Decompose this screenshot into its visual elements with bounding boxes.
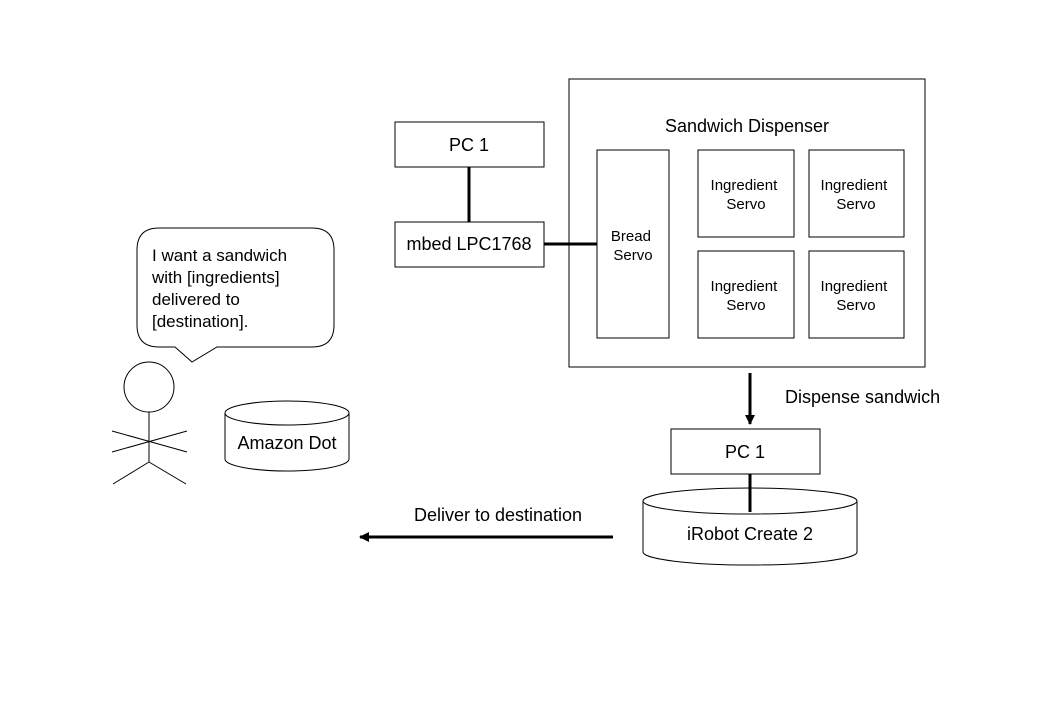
amazon-dot-cylinder: [224, 400, 350, 472]
ingredient-servo-box-3: [697, 250, 795, 339]
ingredient-servo-label-1: Ingredient Servo: [711, 177, 782, 213]
bread-servo-label: Bread Servo: [611, 228, 655, 264]
ingredient-servo-box-4: [808, 250, 905, 339]
bread-servo-box: [596, 149, 670, 339]
ingredient-servo-label-3: Ingredient Servo: [711, 278, 782, 314]
ingredient-servo-2-line-2: Servo: [836, 196, 875, 213]
bread-servo-line-1: Bread: [611, 228, 651, 245]
irobot-label: iRobot Create 2: [687, 524, 813, 544]
ingredient-servo-2-line-1: Ingredient: [821, 177, 889, 194]
pc-top-box: [394, 121, 545, 168]
speech-bubble: [136, 227, 335, 363]
dispense-label: Dispense sandwich: [785, 387, 940, 407]
speech-line-1: I want a sandwich: [152, 246, 287, 265]
ingredient-servo-box-2: [808, 149, 905, 238]
amazon-dot-label: Amazon Dot: [237, 433, 336, 453]
speech-line-3: delivered to: [152, 290, 240, 309]
pc-top-label: PC 1: [449, 135, 489, 155]
ingredient-servo-label-2: Ingredient Servo: [821, 177, 892, 213]
ingredient-servo-1-line-1: Ingredient: [711, 177, 779, 194]
speech-line-4: [destination].: [152, 312, 248, 331]
ingredient-servo-4-line-2: Servo: [836, 297, 875, 314]
ingredient-servo-3-line-1: Ingredient: [711, 278, 779, 295]
ingredient-servo-label-4: Ingredient Servo: [821, 278, 892, 314]
ingredient-servo-1-line-2: Servo: [726, 196, 765, 213]
speech-bubble-text: I want a sandwich with [ingredients] del…: [151, 246, 292, 331]
mbed-box: [394, 221, 545, 268]
sandwich-dispenser-title: Sandwich Dispenser: [665, 116, 829, 136]
ingredient-servo-4-line-1: Ingredient: [821, 278, 889, 295]
pc-bottom-box: [670, 428, 821, 475]
pc-bottom-label: PC 1: [725, 442, 765, 462]
speech-line-2: with [ingredients]: [151, 268, 280, 287]
mbed-label: mbed LPC1768: [406, 234, 531, 254]
ingredient-servo-box-1: [697, 149, 795, 238]
ingredient-servo-3-line-2: Servo: [726, 297, 765, 314]
deliver-label: Deliver to destination: [414, 505, 582, 525]
bread-servo-line-2: Servo: [613, 247, 652, 264]
user-stick-figure-icon: [111, 361, 188, 485]
